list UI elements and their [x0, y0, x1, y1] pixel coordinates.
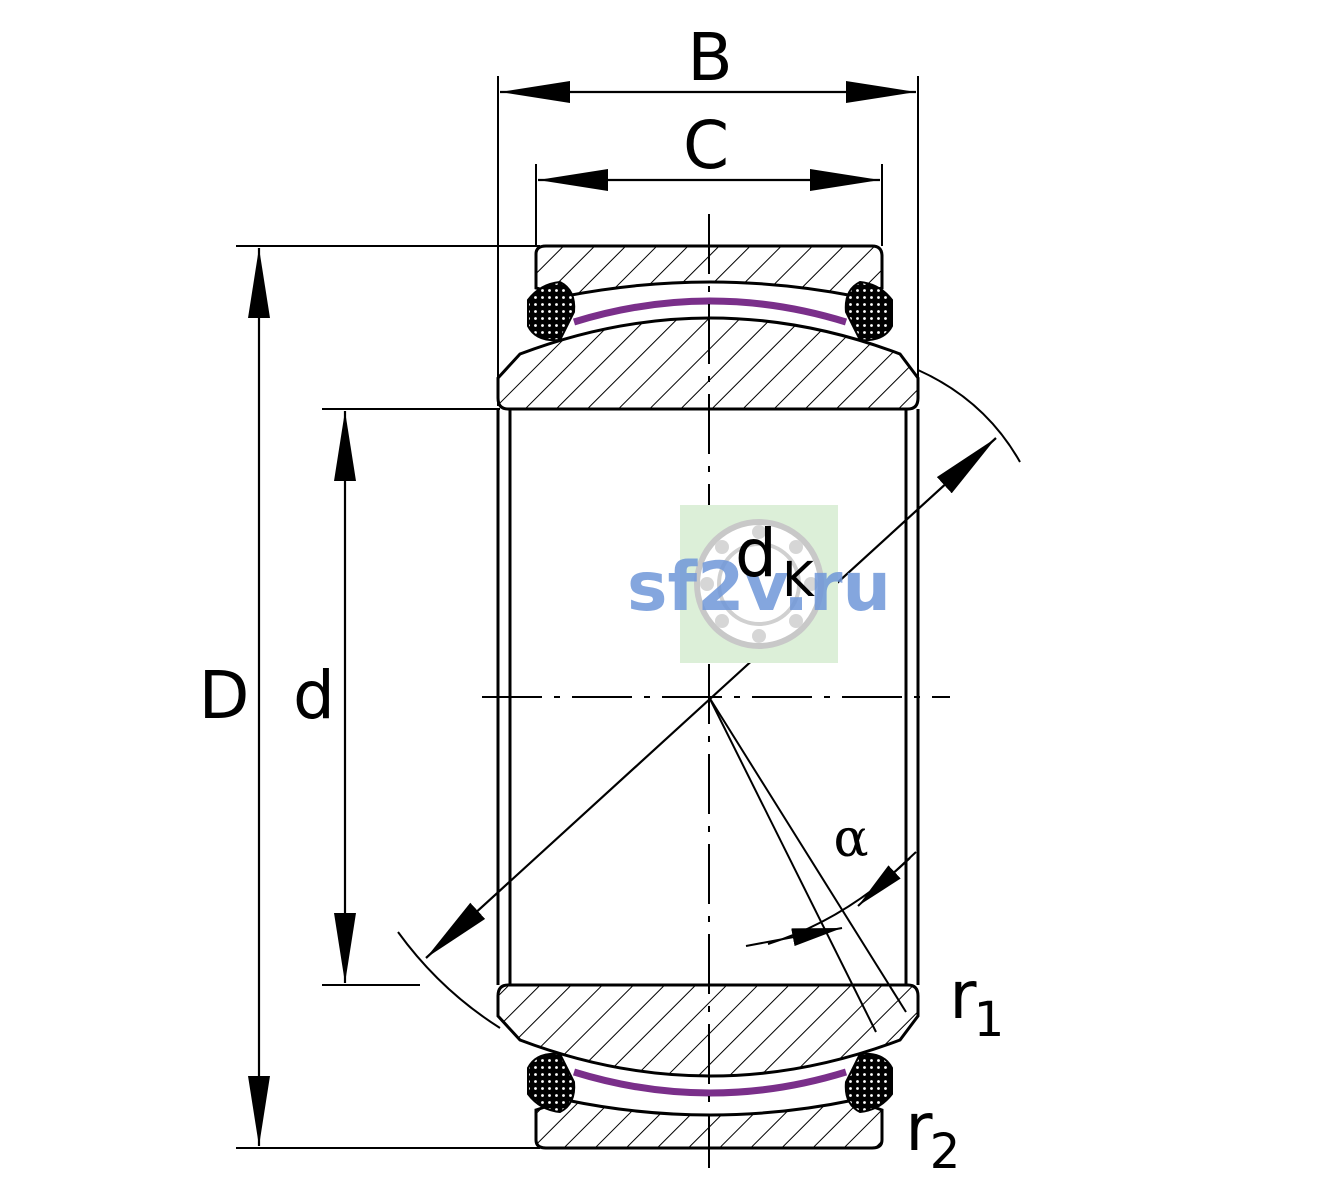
label-r2-subscript: 2: [930, 1124, 961, 1180]
center-lines: [482, 214, 950, 1168]
label-alpha: α: [833, 809, 868, 869]
seals: [527, 280, 893, 1114]
sphere-arcs: [397, 369, 1021, 1029]
alpha-arrows: [745, 851, 917, 947]
seal-bottom-left: [527, 1052, 576, 1114]
extension-lines: [236, 76, 919, 1149]
label-r1-subscript: 1: [974, 992, 1005, 1048]
watermark: sf2v.ru: [627, 505, 891, 663]
label-r2: r: [905, 1089, 933, 1166]
label-d: d: [293, 657, 335, 734]
label-D: D: [199, 657, 250, 734]
label-dk: d: [735, 515, 777, 592]
seal-bottom-right: [844, 1052, 893, 1114]
sliding-layer: [572, 297, 848, 1097]
watermark-bearing-icon: [694, 519, 824, 649]
watermark-text: sf2v.ru: [627, 548, 891, 627]
tilt-angle-lines: [708, 696, 911, 1033]
label-r1: r: [949, 957, 977, 1034]
label-C: C: [683, 107, 729, 184]
seal-top-right: [844, 280, 893, 342]
seal-top-left: [527, 280, 576, 342]
label-dk-subscript: K: [782, 552, 815, 608]
label-B: B: [687, 19, 732, 96]
